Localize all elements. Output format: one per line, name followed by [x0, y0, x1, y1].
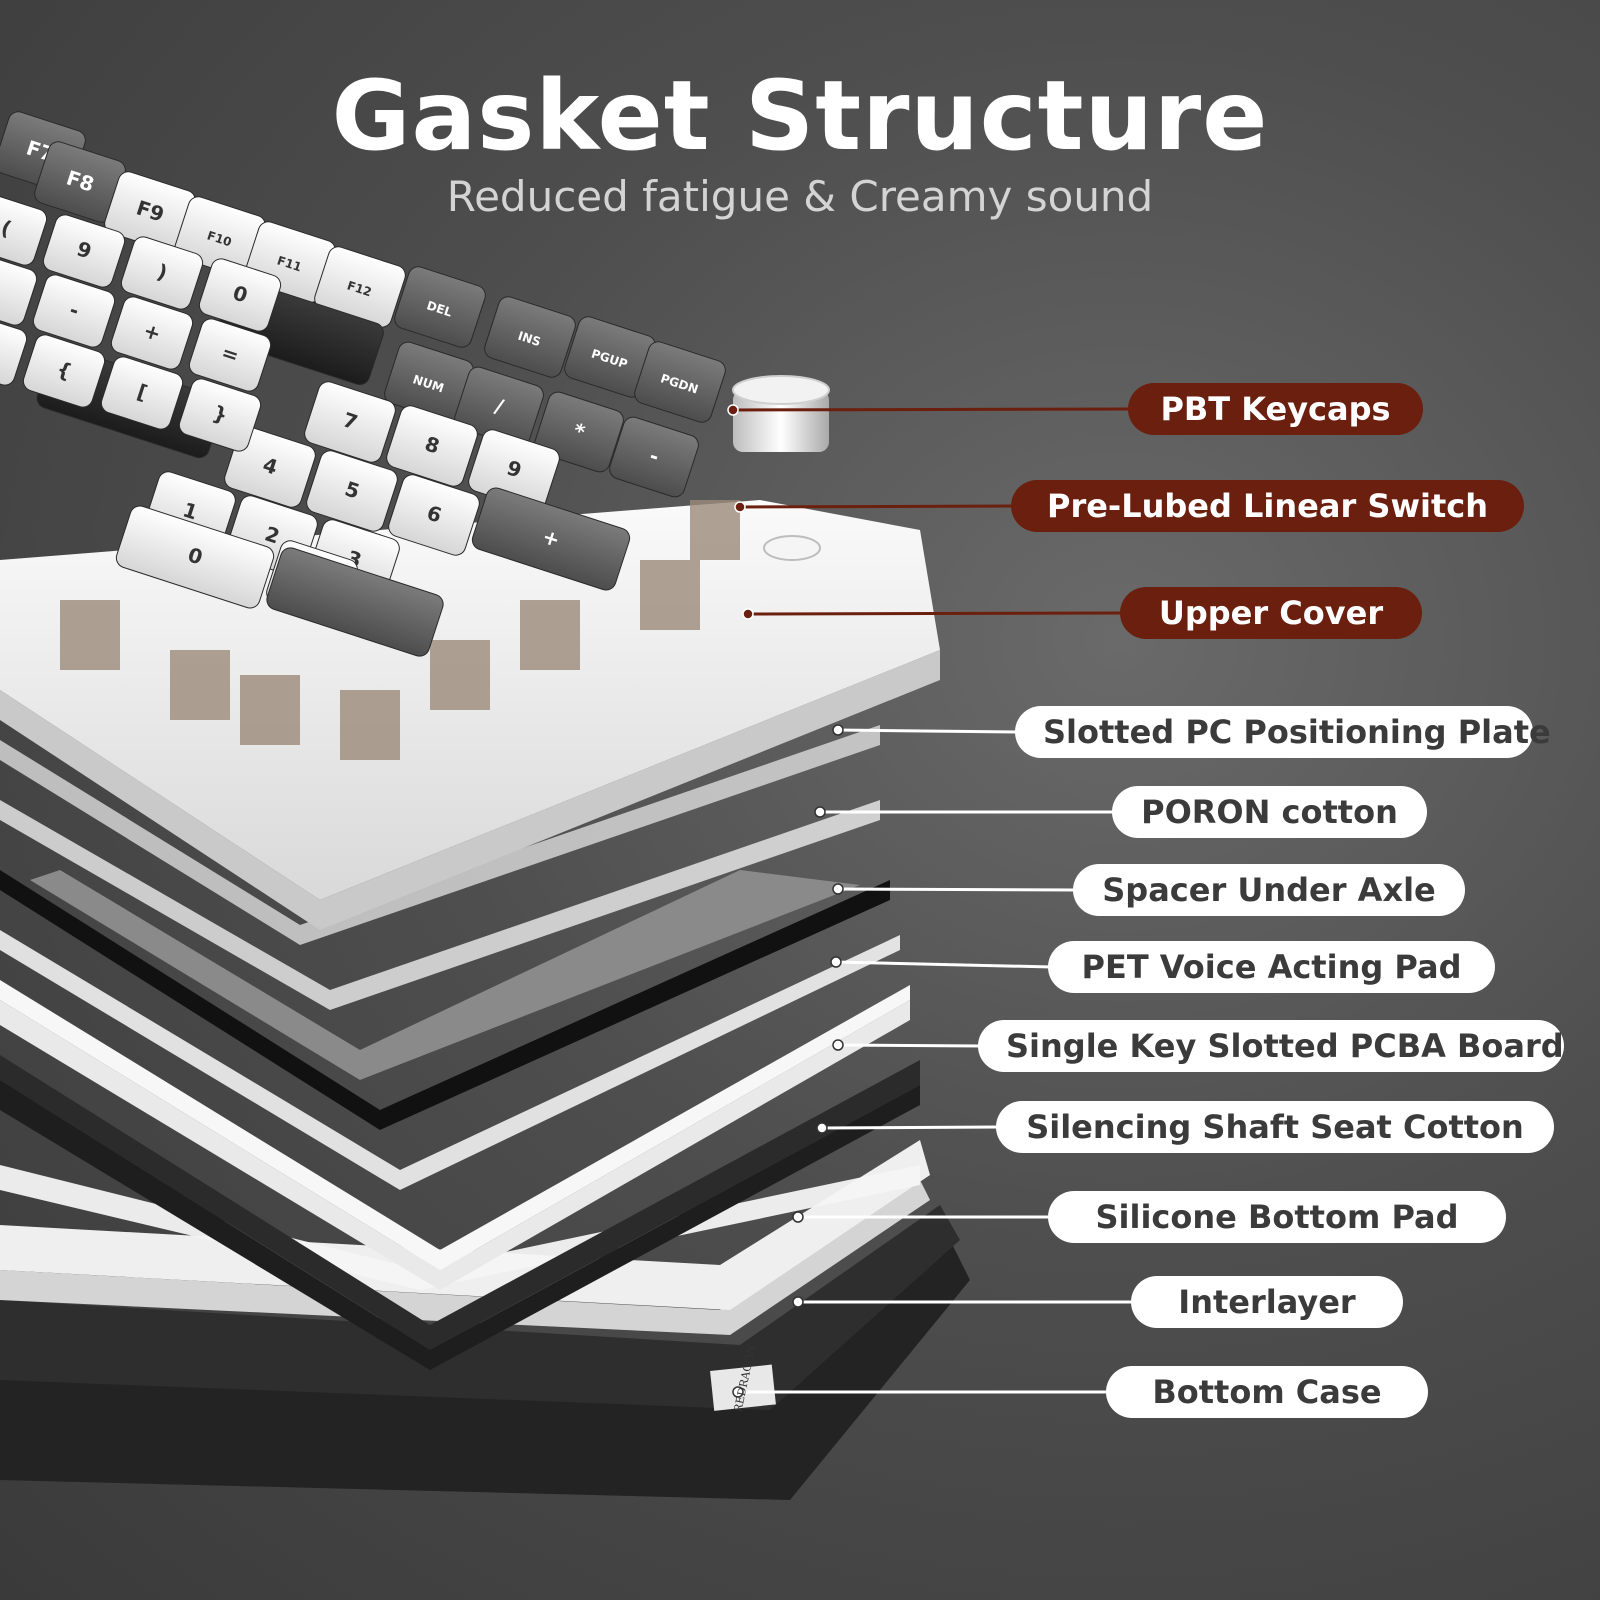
keycaps-layer: F7F8F9F10F11F12DELINSPGUPPGDNNUM/*-78945…	[0, 111, 726, 657]
leader-dot-0	[727, 404, 739, 416]
spacer-layer	[0, 870, 890, 1130]
page-subtitle: Reduced fatigue & Creamy sound	[446, 172, 1154, 221]
layer-label-0: PBT Keycaps	[1128, 383, 1423, 435]
keycap-38: {	[22, 334, 106, 408]
leader-dot-4	[814, 806, 826, 818]
keycap-35: +	[110, 296, 194, 370]
keycap-20: +	[471, 487, 631, 591]
layer-label-6: PET Voice Acting Pad	[1048, 941, 1495, 993]
keycap-28	[266, 547, 444, 657]
layer-label-8: Silencing Shaft Seat Cotton	[996, 1101, 1554, 1153]
keycap-13: -	[609, 416, 699, 498]
leader-line-3	[837, 728, 1020, 734]
leader-line-2	[747, 611, 1125, 616]
leader-dot-10	[792, 1296, 804, 1308]
keycap-19: 6	[388, 474, 480, 556]
leader-dot-2	[742, 608, 754, 620]
leader-dot-1	[734, 501, 746, 513]
keycap-36: =	[188, 318, 272, 392]
svg-text:+: +	[141, 318, 164, 346]
switches-layer	[60, 500, 740, 760]
layer-label-11: Bottom Case	[1106, 1366, 1428, 1418]
keycap-33: _	[0, 252, 38, 326]
keycap-37: P	[0, 312, 28, 386]
leader-dot-6	[830, 956, 842, 968]
leader-line-1	[739, 504, 1016, 509]
svg-text:=: =	[219, 340, 242, 368]
interlayer-layer	[0, 1180, 930, 1335]
keycap-5: F12	[314, 246, 406, 328]
keycap-31: )	[120, 236, 204, 310]
layer-label-5: Spacer Under Axle	[1073, 864, 1465, 916]
page-title: Gasket Structure	[331, 60, 1269, 172]
layer-label-7: Single Key Slotted PCBA Board	[978, 1020, 1564, 1072]
leader-dot-8	[816, 1122, 828, 1134]
leader-dot-9	[792, 1211, 804, 1223]
leader-line-0	[732, 407, 1133, 412]
leader-line-8	[821, 1125, 1001, 1130]
leader-line-6	[835, 960, 1053, 969]
layer-label-3: Slotted PC Positioning Plate	[1015, 706, 1551, 758]
bottom-case-layer	[0, 1205, 970, 1500]
leader-dot-3	[832, 724, 844, 736]
svg-text:+: +	[540, 524, 563, 552]
keycap-40: }	[178, 378, 262, 452]
keycap-29: (	[0, 192, 48, 266]
keycap-6: DEL	[394, 266, 486, 348]
leader-line-7	[837, 1043, 983, 1048]
layer-label-9: Silicone Bottom Pad	[1048, 1191, 1506, 1243]
pc-plate-layer	[0, 725, 880, 945]
poron-cotton-layer	[0, 800, 880, 1010]
leader-dot-5	[832, 883, 844, 895]
keycap-7: INS	[484, 296, 576, 378]
leader-dot-7	[832, 1039, 844, 1051]
leader-lines	[727, 404, 1135, 1398]
svg-text:}: }	[210, 400, 231, 427]
leader-dot-11	[732, 1386, 744, 1398]
keycap-10: NUM	[384, 341, 474, 423]
keycap-9: PGDN	[634, 341, 726, 423]
keycap-30: 9	[42, 214, 126, 288]
keycap-15: 8	[386, 405, 478, 487]
layer-label-10: Interlayer	[1131, 1276, 1403, 1328]
leader-line-5	[837, 887, 1078, 892]
keycap-8: PGUP	[564, 316, 656, 398]
keycap-18: 5	[306, 450, 398, 532]
layer-label-2: Upper Cover	[1120, 587, 1422, 639]
keycap-39: [	[100, 356, 184, 430]
layer-label-4: PORON cotton	[1112, 786, 1427, 838]
keycap-34: -	[32, 274, 116, 348]
keycap-32: 0	[198, 258, 282, 332]
keycap-24: 0	[115, 505, 275, 609]
layer-label-1: Pre-Lubed Linear Switch	[1011, 480, 1524, 532]
volume-knob	[732, 375, 830, 452]
svg-text:{: {	[54, 356, 75, 383]
svg-text:INS: INS	[516, 329, 542, 349]
keycap-14: 7	[304, 381, 396, 463]
